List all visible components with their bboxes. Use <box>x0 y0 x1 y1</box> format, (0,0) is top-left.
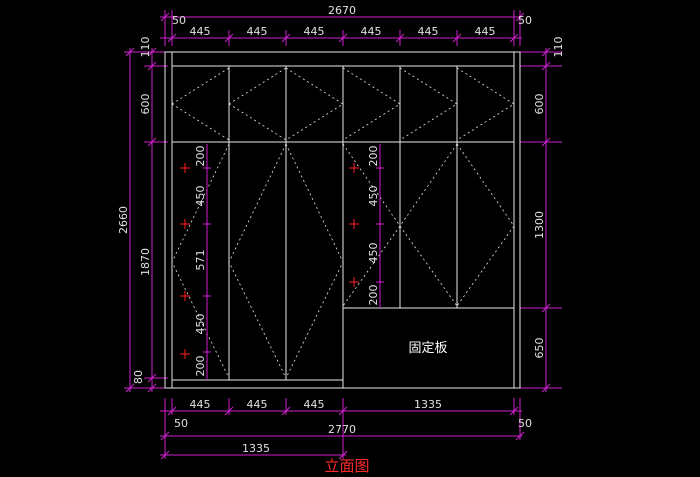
dim-top-seg-3: 445 <box>304 25 325 38</box>
shelf-pin-1 <box>180 163 190 173</box>
dim-bottom-right-offset: 50 <box>518 417 532 430</box>
drawing-title: 立面图 <box>324 457 369 475</box>
dim-inner-mid-2: 450 <box>367 186 380 207</box>
dim-top-seg-5: 445 <box>418 25 439 38</box>
dim-top-seg-2: 445 <box>247 25 268 38</box>
dim-inner-mid-1: 200 <box>367 146 380 167</box>
fixed-panel-label: 固定板 <box>408 341 447 356</box>
cabinet-frame <box>164 51 521 389</box>
dim-inner-mid-3: 450 <box>367 243 380 264</box>
right-dimension-lines <box>520 47 562 393</box>
dim-bottom-seg-1: 445 <box>190 398 211 411</box>
dim-top-total: 2670 <box>328 4 356 17</box>
dim-inner-left-1: 200 <box>194 146 207 167</box>
shelf-pin-7 <box>349 277 359 287</box>
dim-top-seg-1: 445 <box>190 25 211 38</box>
dim-bottom-seg-4: 1335 <box>414 398 442 411</box>
dim-inner-mid-4: 200 <box>367 285 380 306</box>
lower-door-swing-lines <box>171 143 515 379</box>
dim-left-80: 80 <box>132 370 145 384</box>
dim-right-1300: 1300 <box>533 211 546 239</box>
shelf-pin-markers <box>180 163 359 359</box>
dim-bottom-segments: 445 445 445 1335 <box>190 398 443 411</box>
dim-right-110: 110 <box>552 37 565 58</box>
dim-inner-left-5: 200 <box>194 356 207 377</box>
top-dimension-lines <box>160 10 525 46</box>
dim-left-total: 2660 <box>117 206 130 234</box>
dim-bottom-sub: 1335 <box>242 442 270 455</box>
dim-top-seg-4: 445 <box>361 25 382 38</box>
shelf-pin-4 <box>180 349 190 359</box>
dim-right-650: 650 <box>533 338 546 359</box>
dim-inner-left-2: 450 <box>194 186 207 207</box>
bottom-dimension-lines <box>160 398 525 460</box>
dim-right-600: 600 <box>533 94 546 115</box>
dim-top-segments: 445 445 445 445 445 445 <box>190 25 496 38</box>
inner-shelf-dimensions <box>203 144 384 380</box>
dim-bottom-seg-3: 445 <box>304 398 325 411</box>
dim-left-600: 600 <box>139 94 152 115</box>
dim-left-110: 110 <box>139 37 152 58</box>
shelf-pin-5 <box>349 163 359 173</box>
dim-left-1870: 1870 <box>139 248 152 276</box>
dim-top-right-offset: 50 <box>518 14 532 27</box>
dim-top-left-offset: 50 <box>172 14 186 27</box>
dim-inner-left-3: 571 <box>194 250 207 271</box>
shelf-pin-6 <box>349 219 359 229</box>
dim-bottom-left-offset: 50 <box>174 417 188 430</box>
shelf-pin-3 <box>180 291 190 301</box>
left-dimension-lines <box>124 47 168 393</box>
shelf-pin-2 <box>180 219 190 229</box>
dim-bottom-seg-2: 445 <box>247 398 268 411</box>
dim-inner-left-4: 450 <box>194 314 207 335</box>
dim-top-seg-6: 445 <box>475 25 496 38</box>
dim-bottom-total: 2770 <box>328 423 356 436</box>
